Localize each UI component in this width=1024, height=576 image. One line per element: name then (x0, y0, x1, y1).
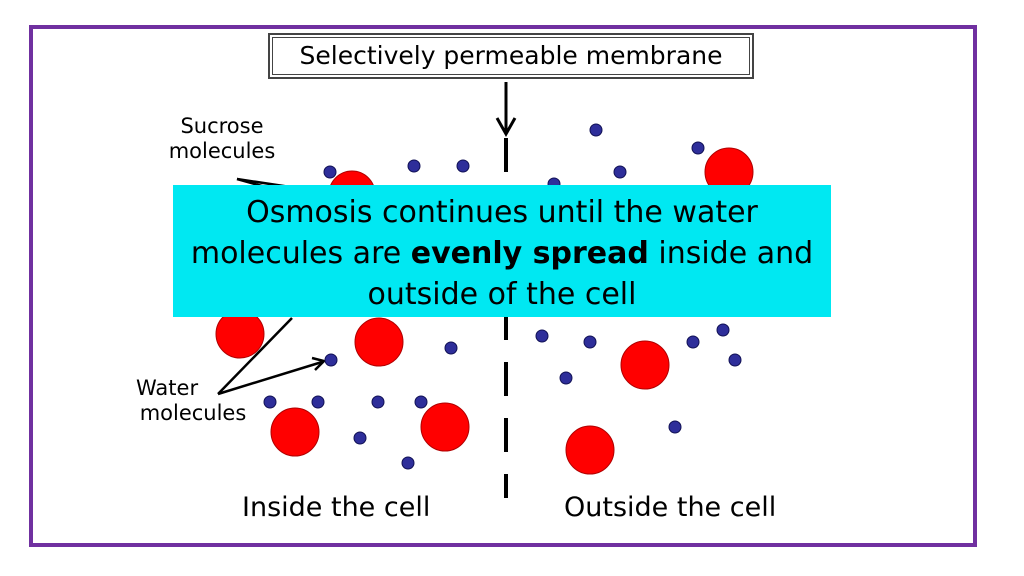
outside-cell-label: Outside the cell (564, 492, 777, 523)
water-molecule (716, 323, 730, 337)
water-molecule (311, 395, 325, 409)
water-pointer-arrows (217, 317, 327, 396)
water-label-line1: Water (136, 376, 199, 400)
slide-frame (29, 25, 977, 547)
sucrose-molecules (215, 147, 754, 475)
banner-line2-start: molecules are (190, 236, 411, 271)
water-molecule (456, 159, 470, 173)
inside-cell-label: Inside the cell (242, 492, 431, 523)
water-label-line2: molecules (139, 401, 247, 426)
water-molecule (353, 431, 367, 445)
water-molecule (414, 395, 428, 409)
banner-line2-end: inside and (648, 236, 814, 271)
water-molecule (686, 335, 700, 349)
banner-line2: molecules are evenly spread inside and (173, 233, 831, 274)
water-molecule (583, 335, 597, 349)
sucrose-molecule (620, 340, 670, 390)
water-molecule (613, 165, 627, 179)
banner-line1: Osmosis continues until the water (246, 195, 758, 230)
water-molecule (668, 420, 682, 434)
membrane-title: Selectively permeable membrane (299, 41, 723, 70)
water-molecule (263, 395, 277, 409)
water-molecules (263, 123, 742, 470)
sucrose-molecule (270, 407, 320, 457)
sucrose-molecule (215, 309, 265, 359)
water-molecule (589, 123, 603, 137)
water-label: Water molecules (128, 376, 258, 426)
banner-line3: outside of the cell (367, 277, 637, 312)
water-molecule (728, 353, 742, 367)
membrane-title-box: Selectively permeable membrane (268, 33, 754, 79)
membrane-arrow (495, 82, 517, 138)
water-molecule (691, 141, 705, 155)
sucrose-label-line2: molecules (168, 139, 276, 164)
water-molecule (444, 341, 458, 355)
osmosis-callout-banner: Osmosis continues until the water molecu… (173, 185, 831, 317)
sucrose-molecule (420, 402, 470, 452)
sucrose-molecule (354, 317, 404, 367)
water-molecule (324, 353, 338, 367)
banner-emphasis: evenly spread (410, 236, 649, 271)
water-molecule (535, 329, 549, 343)
water-molecule (559, 371, 573, 385)
sucrose-label: Sucrose molecules (160, 114, 284, 164)
water-molecule (323, 165, 337, 179)
water-molecule (371, 395, 385, 409)
water-molecule (407, 159, 421, 173)
sucrose-label-line1: Sucrose (180, 114, 264, 138)
sucrose-molecule (565, 425, 615, 475)
water-molecule (401, 456, 415, 470)
